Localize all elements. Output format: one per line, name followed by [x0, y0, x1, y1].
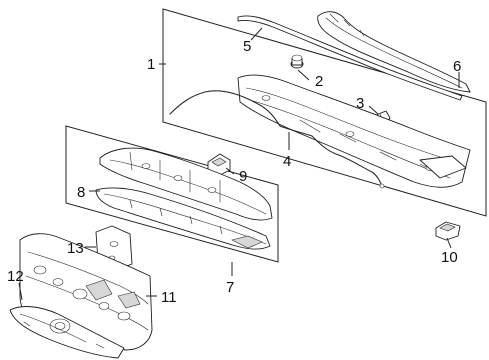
bracket-part-9	[207, 153, 231, 177]
callout-10: 10	[441, 249, 458, 266]
leader-2	[297, 69, 310, 81]
main-cowl-panel	[237, 74, 471, 188]
dash-panel-lower	[9, 306, 125, 359]
callout-9: 9	[239, 168, 247, 185]
pad-part-10	[435, 221, 461, 241]
upper-group-outline	[162, 8, 487, 217]
callout-4: 4	[283, 153, 291, 170]
leader-9	[225, 167, 235, 175]
callout-13: 13	[67, 240, 84, 257]
cowl-top-panel	[99, 147, 273, 221]
lower-group-outline	[65, 125, 279, 263]
callout-11: 11	[161, 289, 177, 306]
callout-1: 1	[147, 56, 155, 73]
leader-3	[368, 105, 379, 115]
callout-12: 12	[7, 268, 24, 285]
leader-5	[250, 27, 263, 41]
callout-2: 2	[315, 73, 323, 90]
callout-5: 5	[243, 38, 251, 55]
cowl-seal-strip	[237, 15, 463, 101]
callout-3: 3	[356, 95, 364, 112]
callout-8: 8	[77, 184, 85, 201]
callout-labels: 1 2 3 4 5 6 7 8 9 10 11 12 13	[7, 38, 461, 306]
upper-cowl-screen	[317, 11, 471, 93]
grommet-part	[290, 54, 304, 69]
leader-10	[446, 237, 452, 249]
leader-lines	[18, 27, 460, 301]
callout-7: 7	[226, 279, 234, 296]
callout-6: 6	[453, 58, 461, 75]
leader-12	[18, 282, 23, 301]
washer-hose	[169, 90, 385, 189]
cowl-lower-panel	[95, 187, 271, 250]
